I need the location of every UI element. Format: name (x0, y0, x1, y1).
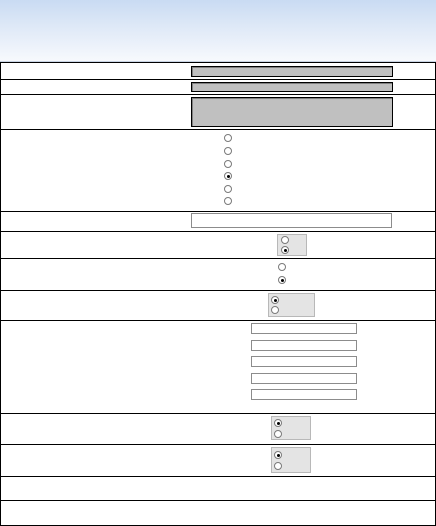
row-7-radio-2[interactable] (278, 276, 286, 284)
row-9-input-1[interactable] (251, 323, 357, 334)
row-divider (0, 129, 436, 130)
row-10-radio-1[interactable] (274, 419, 282, 427)
row-4-radio-4[interactable] (224, 172, 232, 180)
row-10-radio-2[interactable] (274, 430, 282, 438)
row-7-radio-1[interactable] (278, 263, 286, 271)
row-1-input[interactable] (191, 66, 393, 77)
row-3-textarea[interactable] (191, 97, 393, 127)
row-divider (0, 290, 436, 291)
row-8-radio-2[interactable] (271, 306, 279, 314)
row-divider (0, 413, 436, 414)
row-divider (0, 94, 436, 95)
row-divider (0, 79, 436, 80)
row-2-input[interactable] (191, 82, 393, 92)
row-divider (0, 258, 436, 259)
row-4-radio-6[interactable] (224, 197, 232, 205)
row-6-radio-1[interactable] (281, 236, 289, 244)
row-11-radio-1[interactable] (274, 451, 282, 459)
row-9-input-5[interactable] (251, 389, 357, 400)
row-4-radio-3[interactable] (224, 160, 232, 168)
row-4-radio-2[interactable] (224, 147, 232, 155)
row-6-radio-2[interactable] (281, 246, 289, 254)
form-frame-left (0, 62, 1, 526)
row-divider (0, 211, 436, 212)
row-9-input-3[interactable] (251, 356, 357, 367)
row-divider (0, 476, 436, 477)
row-9-input-2[interactable] (251, 340, 357, 351)
row-9-input-4[interactable] (251, 373, 357, 384)
row-divider (0, 444, 436, 445)
row-divider (0, 500, 436, 501)
row-divider (0, 320, 436, 321)
row-divider (0, 62, 436, 63)
row-5-input[interactable] (191, 213, 392, 228)
row-11-radio-2[interactable] (274, 462, 282, 470)
row-4-radio-1[interactable] (224, 134, 232, 142)
row-4-radio-5[interactable] (224, 185, 232, 193)
row-8-radio-1[interactable] (271, 296, 279, 304)
page-header (0, 0, 436, 62)
row-divider (0, 231, 436, 232)
